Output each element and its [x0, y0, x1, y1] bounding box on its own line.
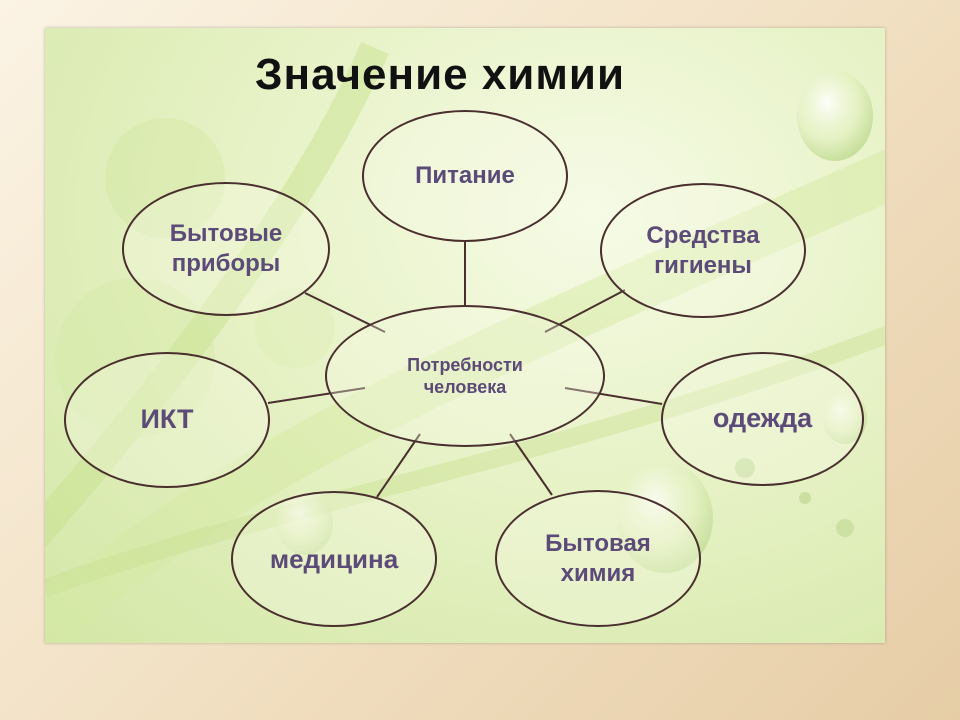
node-label: Бытовые приборы: [169, 220, 283, 277]
node-label: Бытовая химия: [545, 529, 651, 587]
node-appliances: Бытовые приборы: [122, 182, 330, 316]
node-label: Потребности человека: [407, 354, 523, 398]
node-ict: ИКТ: [64, 352, 270, 488]
node-hygiene: Средства гигиены: [600, 183, 806, 318]
node-label: одежда: [712, 403, 813, 434]
connector-medicine: [376, 433, 421, 498]
node-label: Питание: [415, 162, 515, 189]
node-center-human-needs: Потребности человека: [325, 305, 605, 447]
node-household-chemistry: Бытовая химия: [495, 490, 701, 627]
node-clothing: одежда: [661, 352, 864, 486]
node-medicine: медицина: [231, 491, 437, 627]
bubble-decoration: [797, 71, 873, 161]
connector-household-chemistry: [509, 433, 553, 496]
node-label: Средства гигиены: [646, 221, 760, 279]
slide-title: Значение химии: [254, 50, 626, 99]
node-nutrition: Питание: [362, 110, 568, 242]
node-label: медицина: [269, 543, 399, 574]
node-label: ИКТ: [140, 404, 194, 435]
